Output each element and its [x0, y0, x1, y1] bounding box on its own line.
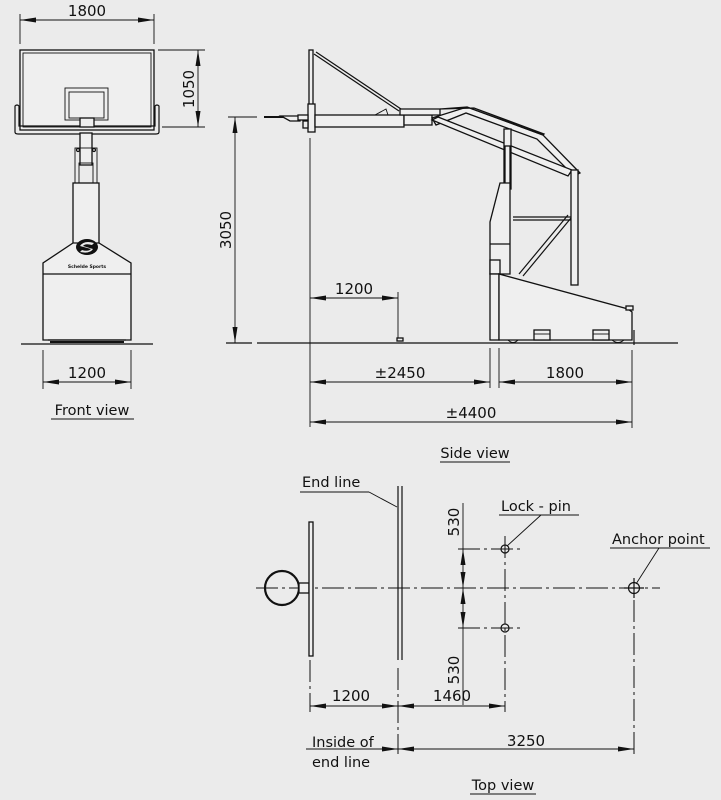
backboard-front: [14, 49, 160, 135]
dim-base-depth: 1800: [499, 364, 632, 385]
dim-lock-pin-spacing: 530 530: [445, 503, 466, 705]
dim-anchor-distance: 3250: [306, 732, 634, 752]
dim-rim-height: 3050: [217, 116, 257, 343]
dim-3050: 3050: [217, 211, 235, 249]
dim-1800-side: 1800: [546, 364, 584, 382]
dim-1200-side: 1200: [335, 280, 373, 298]
dim-2450: ±2450: [375, 364, 426, 382]
dim-530-lower: 530: [445, 656, 463, 685]
front-view-title: Front view: [55, 403, 130, 419]
dim-lock-pin-distance: 1460: [398, 687, 505, 709]
anchor-point-label: Anchor point: [612, 532, 705, 548]
callout-lock-pin: Lock - pin: [499, 499, 579, 547]
callout-anchor-point: Anchor point: [610, 532, 710, 585]
dim-side-overhang: 1200: [310, 280, 399, 338]
dim-total-length: ±4400: [310, 404, 632, 425]
lock-pin-label: Lock - pin: [501, 499, 571, 515]
top-view-title: Top view: [471, 778, 535, 794]
dim-reach: ±2450: [310, 364, 490, 385]
dim-4400: ±4400: [446, 404, 497, 422]
dim-board-height: 1050: [158, 49, 205, 128]
dim-1200-top: 1200: [332, 687, 370, 705]
front-view: Schelde Sports 1800 1050: [14, 2, 205, 420]
dim-1460: 1460: [433, 687, 471, 705]
top-view: End line Lock - pin Anchor point: [256, 475, 710, 795]
dim-base-width: 1200: [42, 350, 132, 389]
side-view-title: Side view: [440, 446, 509, 462]
base-front: Schelde Sports: [42, 239, 132, 343]
dim-1200-front: 1200: [68, 364, 106, 382]
inside-end-line-label-1: Inside of: [312, 735, 375, 751]
dim-board-width: 1800: [19, 2, 155, 44]
s-swoosh-logo-icon: [76, 239, 98, 255]
dim-top-overhang: 1200: [310, 687, 398, 709]
dim-530-upper: 530: [445, 508, 463, 537]
inside-end-line-label-2: end line: [312, 755, 370, 771]
dim-3250: 3250: [507, 732, 545, 750]
dim-1050: 1050: [180, 70, 198, 108]
side-view: 3050 1200 ±2450 1800: [217, 49, 678, 463]
logo-text: Schelde Sports: [68, 264, 106, 270]
end-line-label: End line: [302, 475, 360, 491]
callout-end-line: End line: [300, 475, 398, 508]
dim-1800-front: 1800: [68, 2, 106, 20]
post-front: [72, 132, 100, 248]
